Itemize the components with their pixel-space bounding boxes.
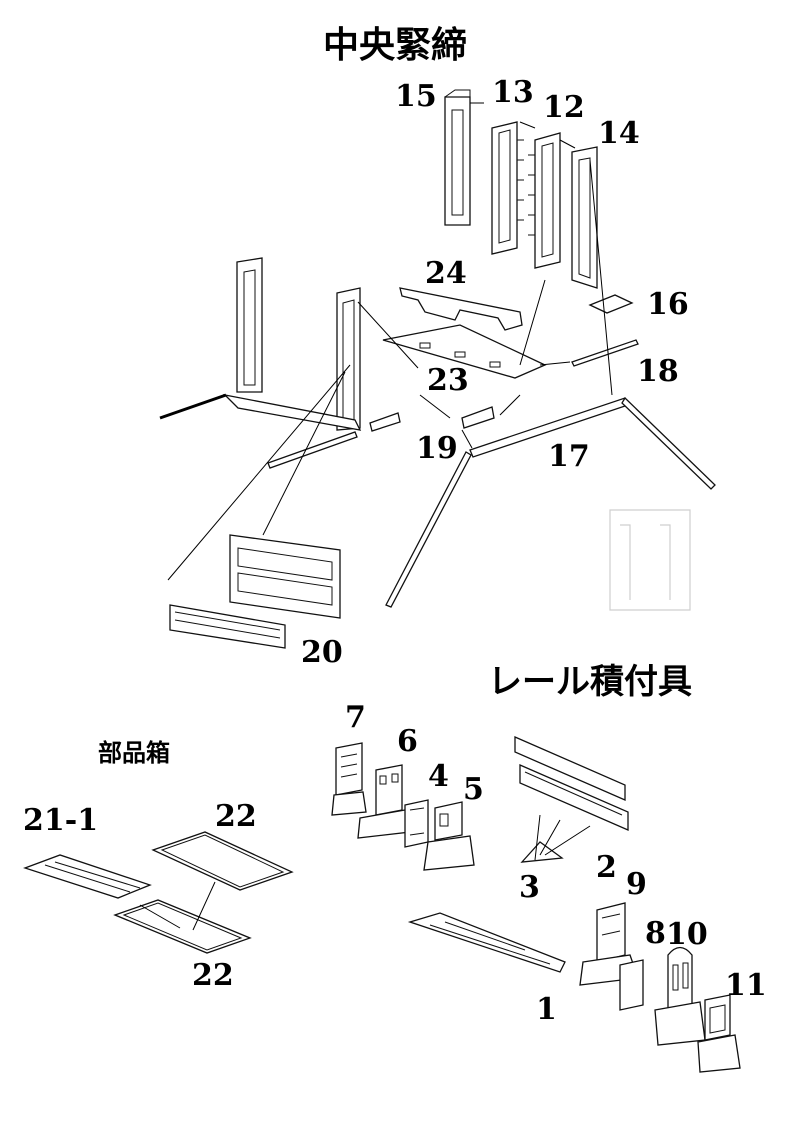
part-number-13: 13 [492, 75, 534, 110]
part-12-drawing [528, 132, 561, 269]
part-8-drawing [619, 959, 644, 1011]
part-19-drawing [461, 406, 495, 429]
part-2-drawing [514, 736, 629, 831]
part-number-6: 6 [397, 724, 418, 759]
part-number-10: 10 [666, 917, 708, 952]
leader-line-21-1 [139, 904, 181, 929]
part-20-drawing [169, 534, 341, 649]
part-10-drawing [654, 946, 706, 1046]
part-number-8: 8 [645, 916, 666, 951]
section-title-parts-box: 部品箱 [98, 738, 170, 767]
part-22-lower-drawing [113, 899, 252, 954]
part-number-4: 4 [428, 759, 449, 794]
part-number-12: 12 [543, 90, 585, 125]
background-ghost-shape [609, 509, 691, 611]
part-15-drawing [444, 89, 471, 226]
part-16-drawing [588, 294, 634, 314]
part-number-7: 7 [345, 700, 366, 735]
part-number-15: 15 [395, 79, 437, 114]
part-number-17: 17 [548, 439, 590, 474]
part-4-drawing [404, 799, 429, 848]
part-number-20: 20 [301, 635, 343, 670]
part-24-drawing [399, 287, 523, 331]
leader-line-22 [192, 881, 216, 931]
part-number-2: 2 [596, 850, 617, 885]
part-number-21-1: 21-1 [23, 803, 98, 838]
part-14-drawing [571, 146, 598, 289]
part-7-drawing [331, 742, 367, 816]
part-number-1: 1 [536, 992, 557, 1027]
part-number-19: 19 [416, 431, 458, 466]
part-5-drawing [423, 801, 475, 871]
part-number-9: 9 [626, 867, 647, 902]
part-number-18: 18 [637, 354, 679, 389]
part-18-drawing [571, 339, 639, 367]
part-19b-drawing [369, 412, 401, 432]
leader-lines-upper [167, 102, 613, 581]
part-1-drawing [407, 912, 566, 973]
part-number-22-lower: 22 [192, 958, 234, 993]
part-number-16: 16 [647, 287, 689, 322]
part-number-24: 24 [425, 256, 467, 291]
section-title-center-clamp: 中央緊締 [323, 24, 467, 66]
part-6-drawing [357, 764, 411, 839]
part-13-drawing [491, 121, 524, 255]
section-title-rail-loading-fixture: レール積付具 [488, 662, 692, 702]
part-21-1-drawing [23, 854, 152, 899]
part-11-drawing [697, 994, 741, 1073]
part-17-drawing [385, 396, 716, 608]
part-number-23: 23 [427, 363, 469, 398]
part-number-22-upper: 22 [215, 799, 257, 834]
part-number-3: 3 [519, 870, 540, 905]
part-22-upper-drawing [151, 831, 294, 891]
leader-lines-lower [534, 814, 591, 861]
part-number-14: 14 [598, 116, 640, 151]
part-number-5: 5 [463, 772, 484, 807]
left-frame-drawing [159, 257, 362, 469]
part-number-11: 11 [725, 968, 767, 1003]
